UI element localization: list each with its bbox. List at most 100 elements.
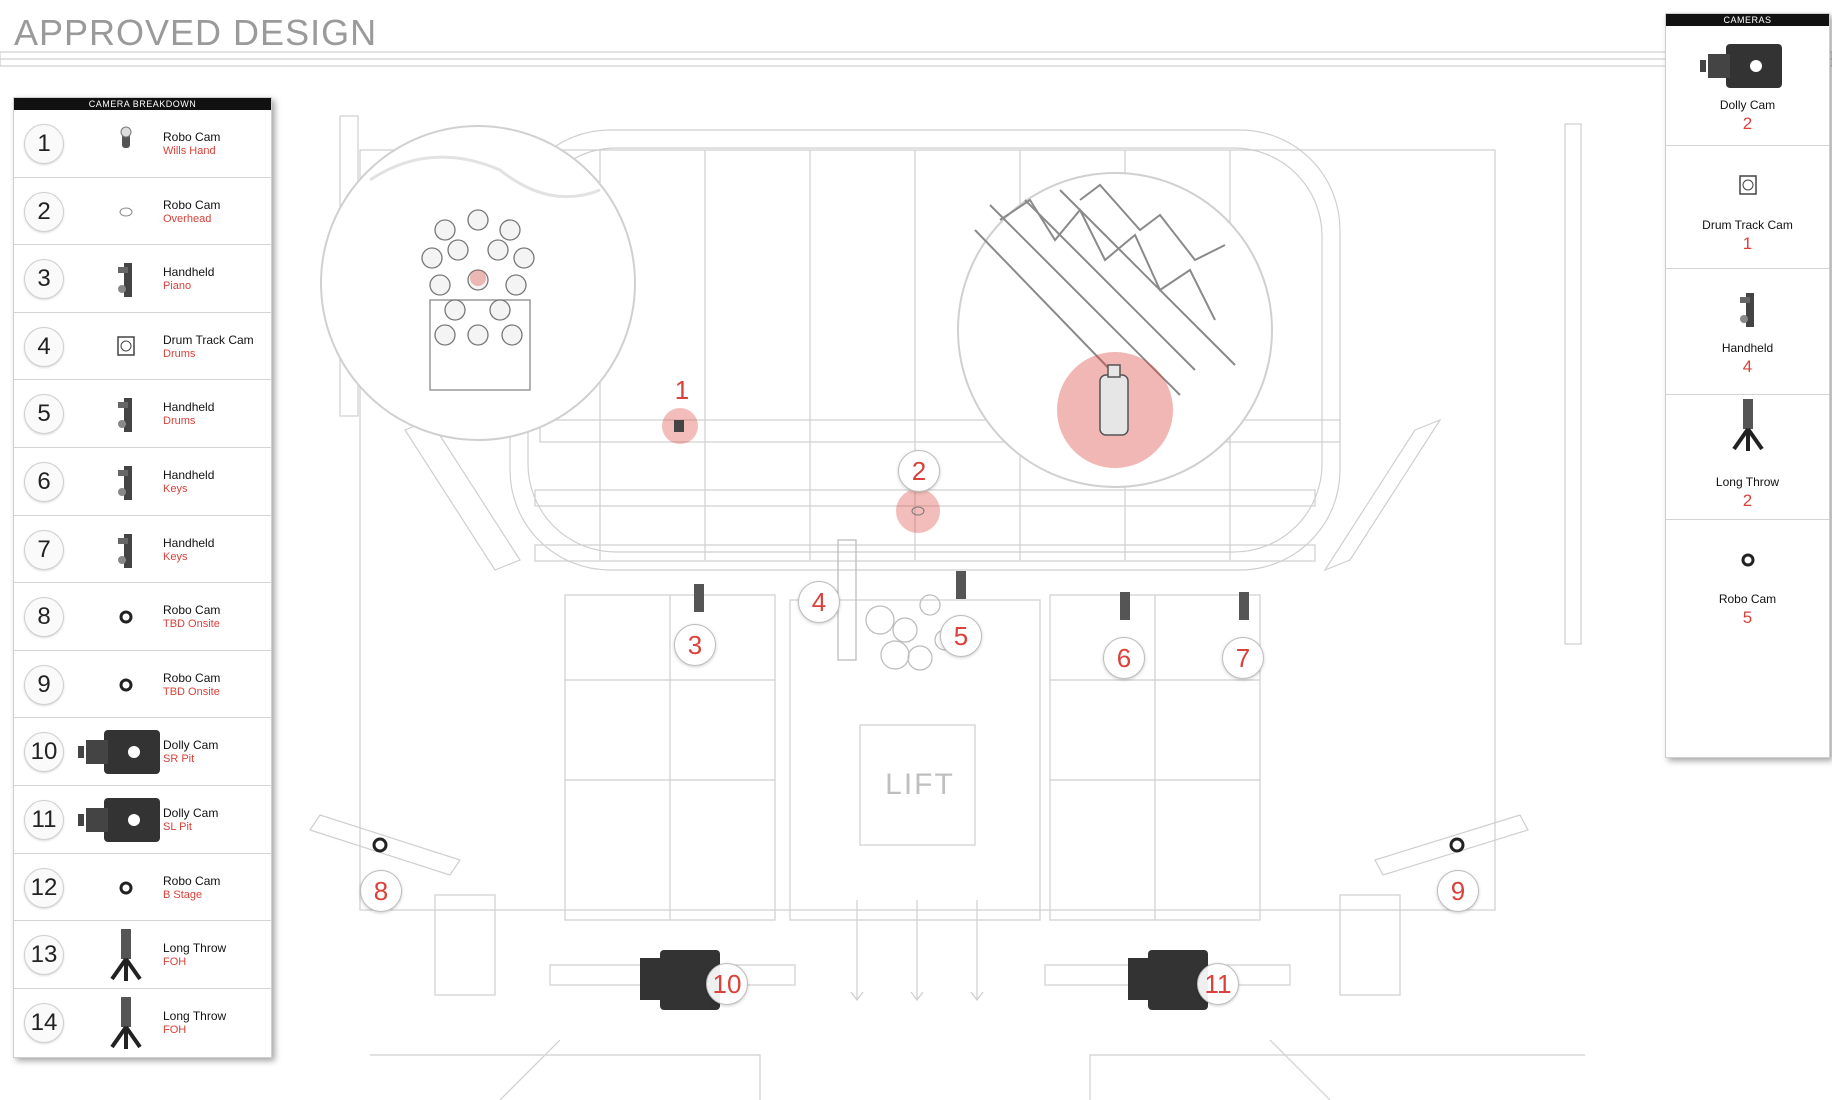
map-marker-7[interactable]: 7 <box>1222 637 1264 679</box>
robo-cam-ring-icon <box>76 862 176 914</box>
map-marker-10[interactable]: 10 <box>706 963 748 1005</box>
breakdown-camera-type: Handheld <box>163 535 215 550</box>
robo-cam-small-icon <box>76 118 176 170</box>
breakdown-number-badge: 9 <box>24 664 64 705</box>
page-title: APPROVED DESIGN <box>14 12 378 53</box>
camera-summary-count: 5 <box>1742 608 1753 627</box>
breakdown-number-badge: 12 <box>24 867 64 908</box>
breakdown-camera-type: Dolly Cam <box>163 805 219 820</box>
map-marker-2[interactable]: 2 <box>898 450 940 492</box>
handheld-camera-icon <box>76 253 176 305</box>
robo-cam-9-glyph <box>1449 837 1465 853</box>
lift-platform <box>859 724 976 846</box>
map-marker-11[interactable]: 11 <box>1197 963 1239 1005</box>
map-marker-9[interactable]: 9 <box>1437 870 1479 912</box>
left-ramp <box>404 419 521 571</box>
breakdown-number-badge: 1 <box>24 124 64 164</box>
breakdown-camera-location: Wills Hand <box>163 145 216 157</box>
handheld-camera-icon <box>76 456 176 508</box>
truss-row-3 <box>534 544 1316 562</box>
map-marker-4[interactable]: 4 <box>798 581 840 623</box>
breakdown-number-badge: 3 <box>24 259 64 300</box>
camera-breakdown-header: CAMERA BREAKDOWN <box>14 98 271 110</box>
stage-outline <box>359 149 1496 911</box>
camera-summary-name: Dolly Cam <box>1719 98 1776 112</box>
dolly-cam-10-glyph <box>640 950 720 1010</box>
camera-summary-name: Handheld <box>1721 341 1774 355</box>
breakdown-camera-location: Drums <box>163 347 196 360</box>
handheld-cam-6-glyph <box>1120 592 1130 620</box>
handheld-camera-icon <box>76 524 176 576</box>
breakdown-camera-location: Overhead <box>163 212 212 225</box>
robo-cam-overhead-icon <box>76 186 176 238</box>
breakdown-camera-location: SR Pit <box>163 753 195 766</box>
breakdown-camera-type: Dolly Cam <box>163 738 219 753</box>
dolly-cam-icon <box>76 726 176 778</box>
dolly-cam-icon <box>1666 40 1829 97</box>
front-right-truss <box>1374 814 1529 876</box>
camera-summary-item[interactable]: Robo Cam 5 <box>1666 520 1829 645</box>
breakdown-camera-type: Long Throw <box>163 941 227 956</box>
map-marker-8[interactable]: 8 <box>360 870 402 912</box>
breakdown-camera-location: B Stage <box>163 888 203 901</box>
breakdown-camera-type: Handheld <box>163 400 215 415</box>
highlight-robo-2 <box>896 489 940 533</box>
robo-cam-8-glyph <box>372 837 388 853</box>
breakdown-camera-location: SL Pit <box>163 820 192 833</box>
breakdown-camera-location: Drums <box>163 415 196 428</box>
center-riser <box>789 599 1041 921</box>
breakdown-camera-location: Piano <box>163 280 192 293</box>
map-marker-5[interactable]: 5 <box>940 615 982 657</box>
dolly-cam-11-glyph <box>1128 950 1208 1010</box>
breakdown-number-badge: 7 <box>24 529 64 570</box>
long-throw-tripod-icon <box>76 929 176 982</box>
zoom-detail-truss-camera <box>957 172 1273 488</box>
map-marker-3[interactable]: 3 <box>674 624 716 666</box>
breakdown-camera-location: Keys <box>163 550 188 563</box>
drum-track-cam-icon <box>1666 160 1829 217</box>
camera-summary-count: 4 <box>1742 357 1753 376</box>
cameras-summary-header: CAMERAS <box>1666 14 1829 26</box>
camera-summary-item[interactable]: Handheld 4 <box>1666 269 1829 395</box>
breakdown-camera-type: Handheld <box>163 265 215 280</box>
camera-summary-name: Robo Cam <box>1718 592 1777 606</box>
map-marker-6[interactable]: 6 <box>1103 637 1145 679</box>
long-throw-tripod-icon <box>1666 399 1829 456</box>
breakdown-camera-type: Robo Cam <box>163 670 221 685</box>
handheld-cam-7-glyph <box>1239 592 1249 620</box>
right-truss-tower <box>1564 123 1582 645</box>
zoom-detail-drum-riser <box>320 125 636 441</box>
breakdown-number-badge: 5 <box>24 394 64 435</box>
map-marker-1[interactable]: 1 <box>674 375 690 405</box>
front-truss-bottom-left <box>370 1054 761 1100</box>
truss-row-1 <box>539 419 1341 443</box>
breakdown-number-badge: 11 <box>24 799 64 840</box>
drum-kit-cluster <box>837 539 956 671</box>
breakdown-camera-location: TBD Onsite <box>163 618 220 631</box>
handheld-camera-icon <box>1666 283 1829 340</box>
breakdown-number-badge: 14 <box>24 1002 64 1043</box>
camera-summary-count: 2 <box>1742 491 1753 510</box>
long-throw-tripod-icon <box>76 996 176 1049</box>
